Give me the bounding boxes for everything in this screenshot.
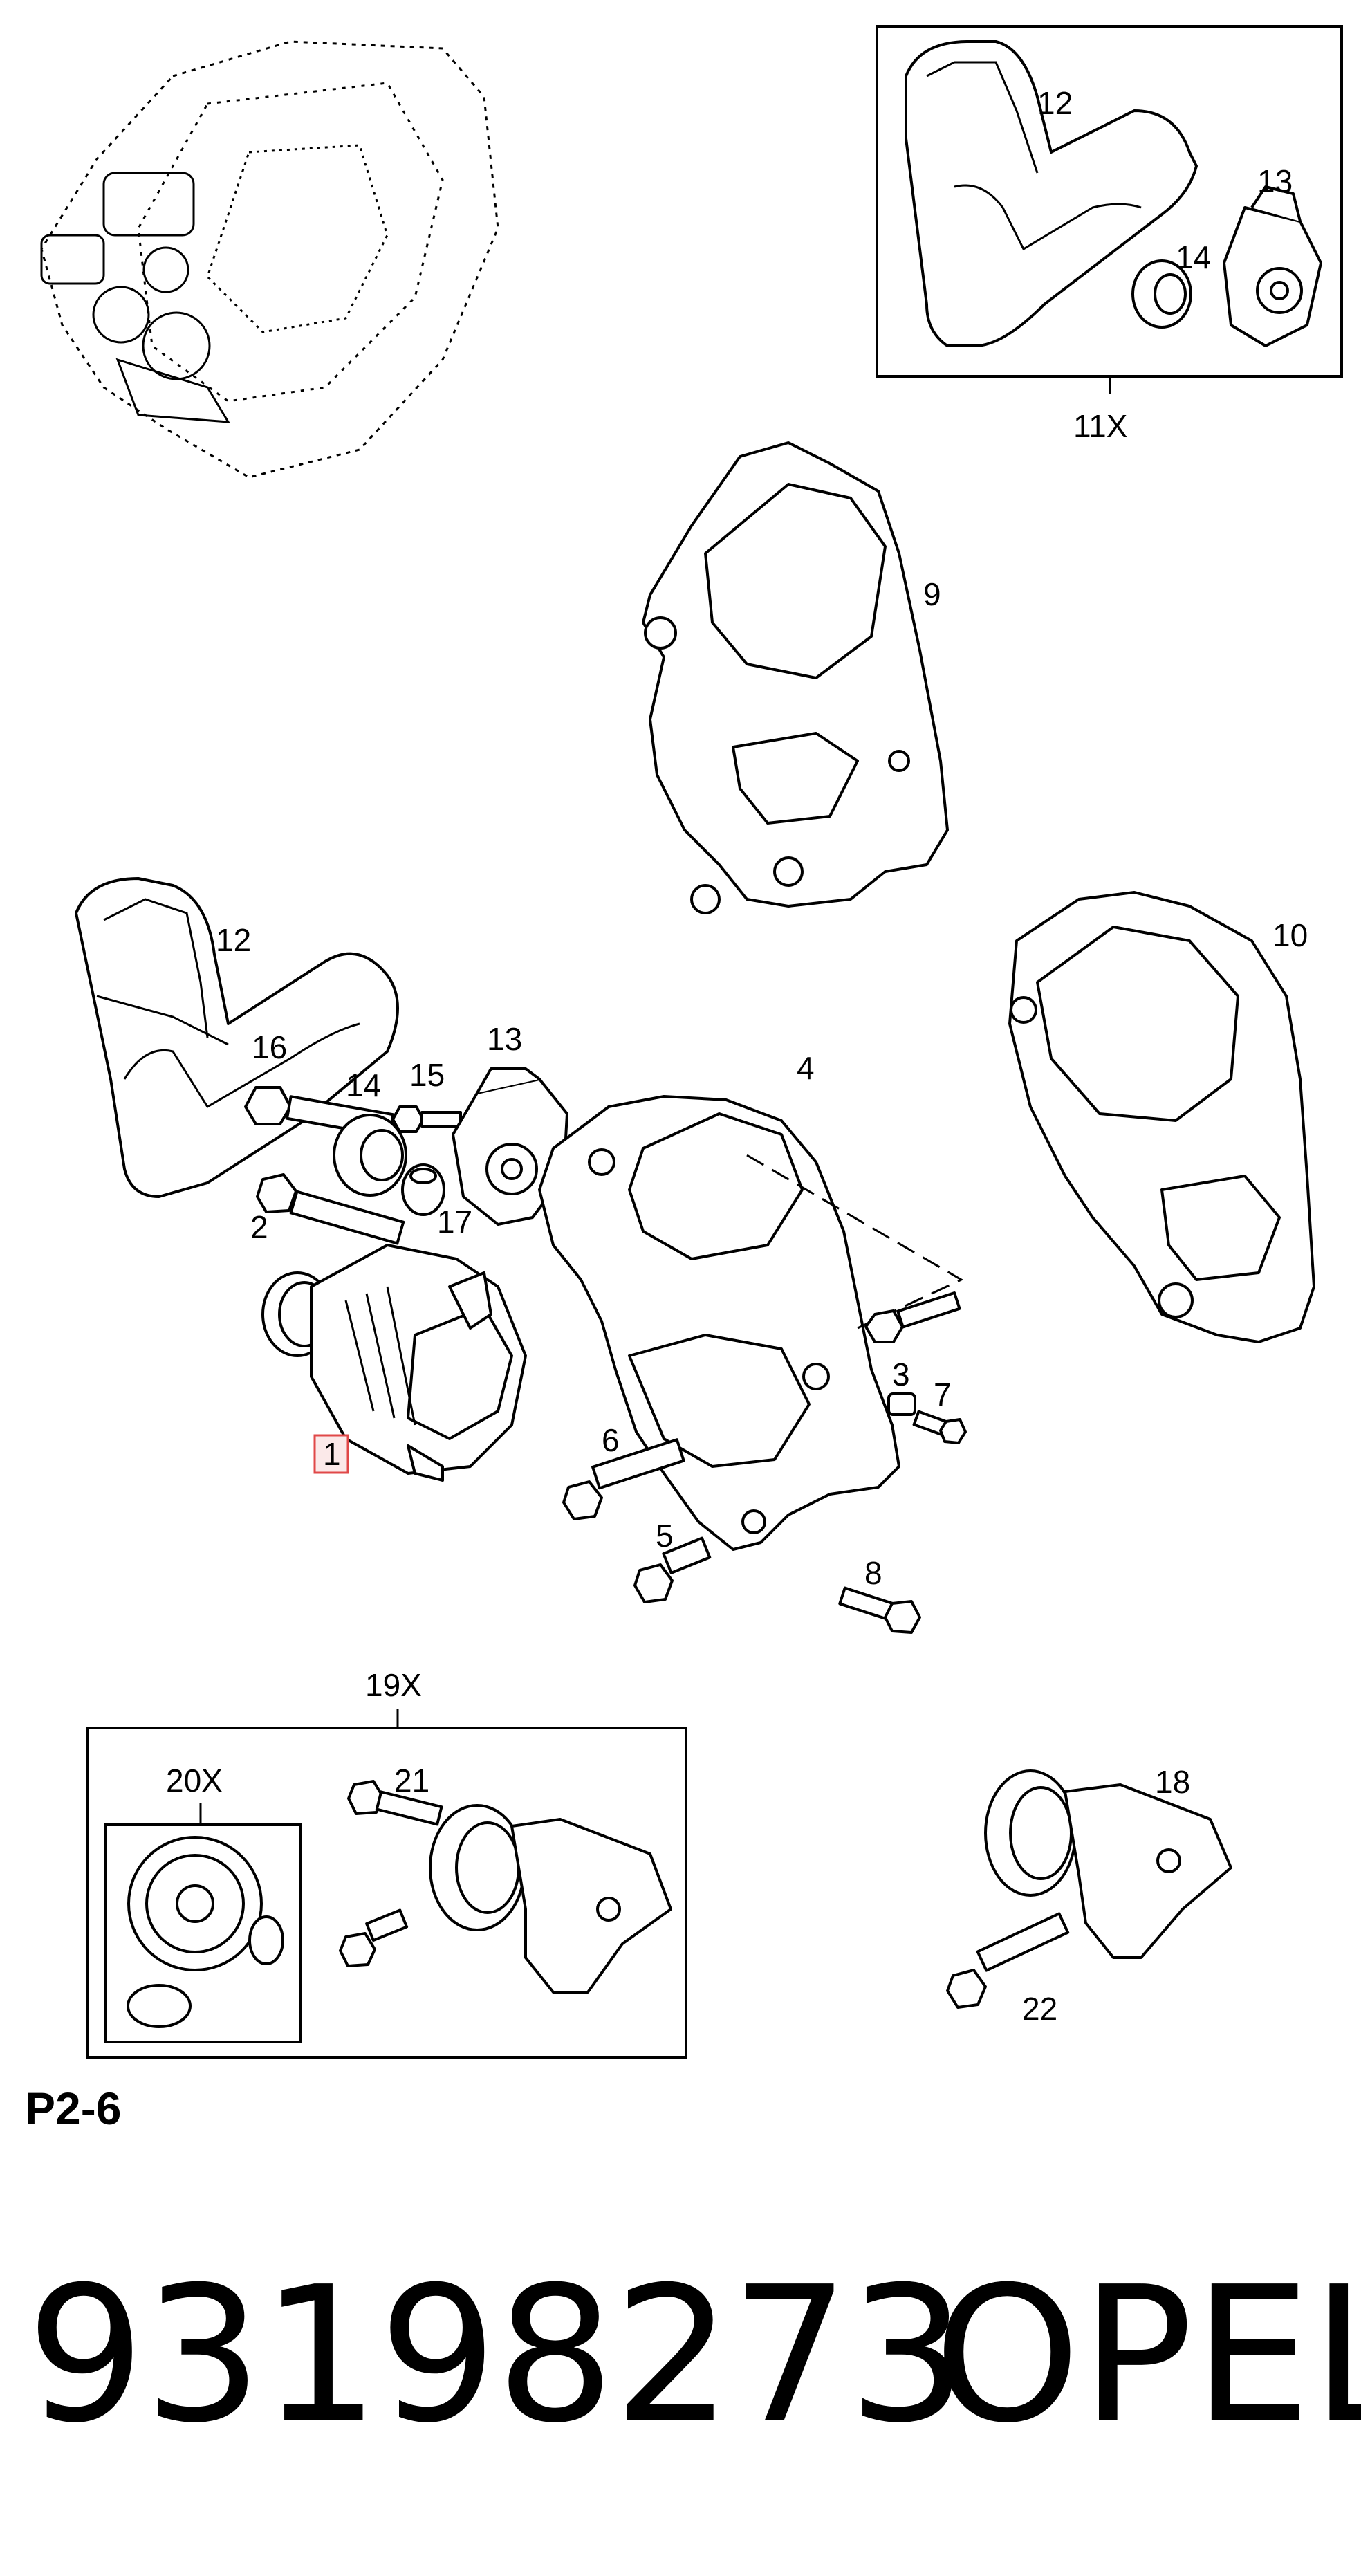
callout-17: 17 xyxy=(437,1204,472,1240)
callout-7: 7 xyxy=(934,1377,952,1413)
kit-19x-frame xyxy=(86,1727,687,2059)
callout-8: 8 xyxy=(864,1555,882,1591)
callout-20x: 20X xyxy=(166,1763,223,1798)
part-3-dowel xyxy=(887,1392,916,1416)
callout-16: 16 xyxy=(252,1029,287,1065)
callout-6: 6 xyxy=(602,1422,620,1458)
tensioner-19x xyxy=(429,1804,672,1994)
bolt-21 xyxy=(347,1780,443,1826)
callout-5: 5 xyxy=(656,1518,674,1554)
pulley-20x xyxy=(127,1836,263,1971)
callout-2: 2 xyxy=(250,1209,268,1245)
tensioner-13-kit xyxy=(1223,185,1322,347)
brand-name: OPEL xyxy=(934,2246,1361,2464)
part-22-bolt xyxy=(946,1912,1070,2009)
idler-pulley-14-kit xyxy=(1131,259,1192,329)
part-12-belt xyxy=(75,877,399,1198)
callout-18: 18 xyxy=(1155,1764,1190,1800)
part-2-bolt xyxy=(256,1173,405,1245)
part-6-bolt xyxy=(562,1438,685,1520)
dust-cap-20x xyxy=(248,1915,284,1965)
callout-15: 15 xyxy=(409,1057,445,1093)
part-number: 93198273 xyxy=(26,2246,967,2464)
callout-19x: 19X xyxy=(365,1667,422,1703)
cover-ring-20x xyxy=(127,1984,192,2028)
belt-12-kit xyxy=(905,40,1198,347)
part-17-spacer xyxy=(401,1163,445,1216)
callout-14-kit: 14 xyxy=(1176,239,1211,275)
kit-20x-frame xyxy=(104,1823,302,2043)
callout-3: 3 xyxy=(892,1356,910,1392)
part-5-bolt xyxy=(633,1536,712,1603)
callout-13-kit: 13 xyxy=(1257,163,1293,199)
callout-4: 4 xyxy=(797,1050,815,1086)
bolt-21-short xyxy=(339,1908,409,1967)
callout-12-kit: 12 xyxy=(1037,85,1073,121)
part-13-tensioner xyxy=(452,1067,568,1226)
part-8-bolt xyxy=(838,1586,921,1634)
callout-13: 13 xyxy=(487,1021,522,1057)
engine-overview-illustration xyxy=(40,40,499,479)
callout-10: 10 xyxy=(1272,917,1308,953)
kit-11x-box xyxy=(876,25,1343,394)
callout-14: 14 xyxy=(346,1067,381,1103)
highlight-box xyxy=(313,1434,349,1474)
part-10-cover xyxy=(1008,891,1315,1343)
callout-9: 9 xyxy=(923,576,941,612)
callout-22: 22 xyxy=(1022,1991,1057,2027)
callout-12: 12 xyxy=(216,922,251,958)
part-15-bolt xyxy=(391,1105,462,1133)
part-9-cover xyxy=(642,441,949,914)
kit-19x-box xyxy=(86,1709,687,2059)
part-4-bolt xyxy=(864,1291,961,1343)
callout-11x: 11X xyxy=(1073,408,1127,444)
callout-21: 21 xyxy=(394,1763,429,1798)
part-7-bolt xyxy=(912,1410,967,1444)
part-18-tensioner xyxy=(984,1769,1232,1959)
callout-1: 1 xyxy=(323,1436,341,1472)
part-4-bracket xyxy=(538,1095,964,1551)
page-code: P2-6 xyxy=(25,2083,122,2134)
part-1-alternator xyxy=(261,1244,527,1482)
callout-labels: 1 2 3 4 5 6 7 8 9 10 11X 12 12 13 13 14 … xyxy=(166,85,1308,2027)
part-14-idler-pulley xyxy=(333,1114,407,1197)
